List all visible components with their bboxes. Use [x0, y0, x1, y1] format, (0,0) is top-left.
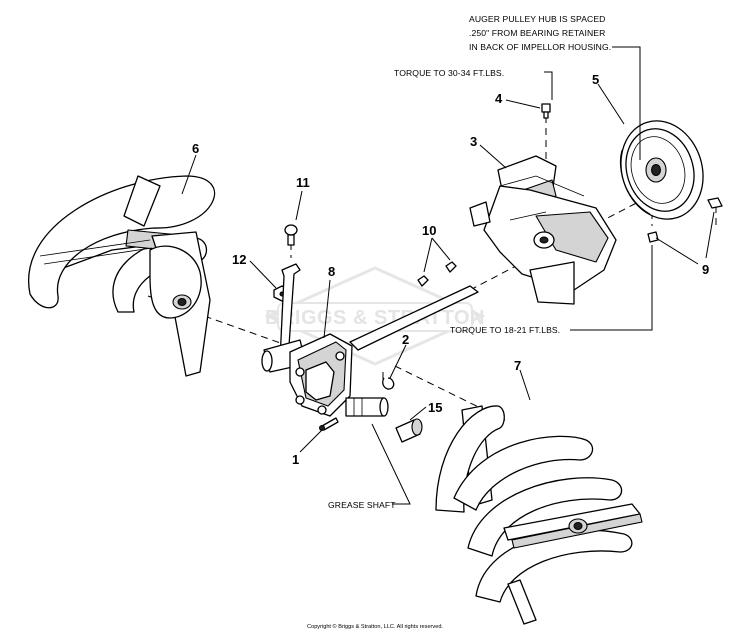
bushing-part-15: [395, 418, 423, 443]
bolt-part-4: [541, 103, 551, 119]
callout-3: 3: [470, 134, 477, 149]
gearbox-bracket: [279, 263, 301, 361]
note-grease-shaft: GREASE SHAFT: [328, 500, 396, 510]
impeller-housing-part-3: [469, 155, 617, 305]
nut-parts-9: [647, 197, 723, 243]
retaining-ring-part-2: [382, 377, 395, 390]
copyright-text: Copyright © Briggs & Stratton, LLC. All …: [307, 623, 443, 630]
callout-5: 5: [592, 72, 599, 87]
callout-15: 15: [428, 400, 442, 415]
callout-2: 2: [402, 332, 409, 347]
auger-pulley-part-5: [619, 120, 704, 220]
callout-12: 12: [232, 252, 246, 267]
carriage-bolt-part-11: [284, 224, 298, 246]
callout-1: 1: [292, 452, 299, 467]
callout-7: 7: [514, 358, 521, 373]
note-torque-bolt: TORQUE TO 30-34 FT.LBS.: [394, 68, 504, 78]
right-auger-part-7: [435, 405, 643, 625]
note-torque-nut: TORQUE TO 18-21 FT.LBS.: [450, 325, 560, 335]
callout-6: 6: [192, 141, 199, 156]
leader-lines: [181, 46, 715, 505]
callout-10: 10: [422, 223, 436, 238]
callout-11: 11: [296, 175, 310, 190]
key-parts-10: [417, 261, 457, 287]
assembly-notes: AUGER PULLEY HUB IS SPACED .250" FROM BE…: [328, 14, 611, 510]
note-pulley-hub-line1: AUGER PULLEY HUB IS SPACED: [469, 14, 605, 24]
callout-9: 9: [702, 262, 709, 277]
note-pulley-hub-line2: .250" FROM BEARING RETAINER: [469, 28, 605, 38]
note-pulley-hub-line3: IN BACK OF IMPELLOR HOUSING.: [469, 42, 611, 52]
left-auger-part-6: [27, 175, 216, 377]
gearbox-part-8: [261, 285, 479, 417]
callout-4: 4: [495, 91, 503, 106]
callout-numbers: 6 11 12 8 10 2 1 15 3 4 5 7 9: [192, 72, 709, 467]
bolt-part-1: [319, 417, 339, 431]
callout-8: 8: [328, 264, 335, 279]
